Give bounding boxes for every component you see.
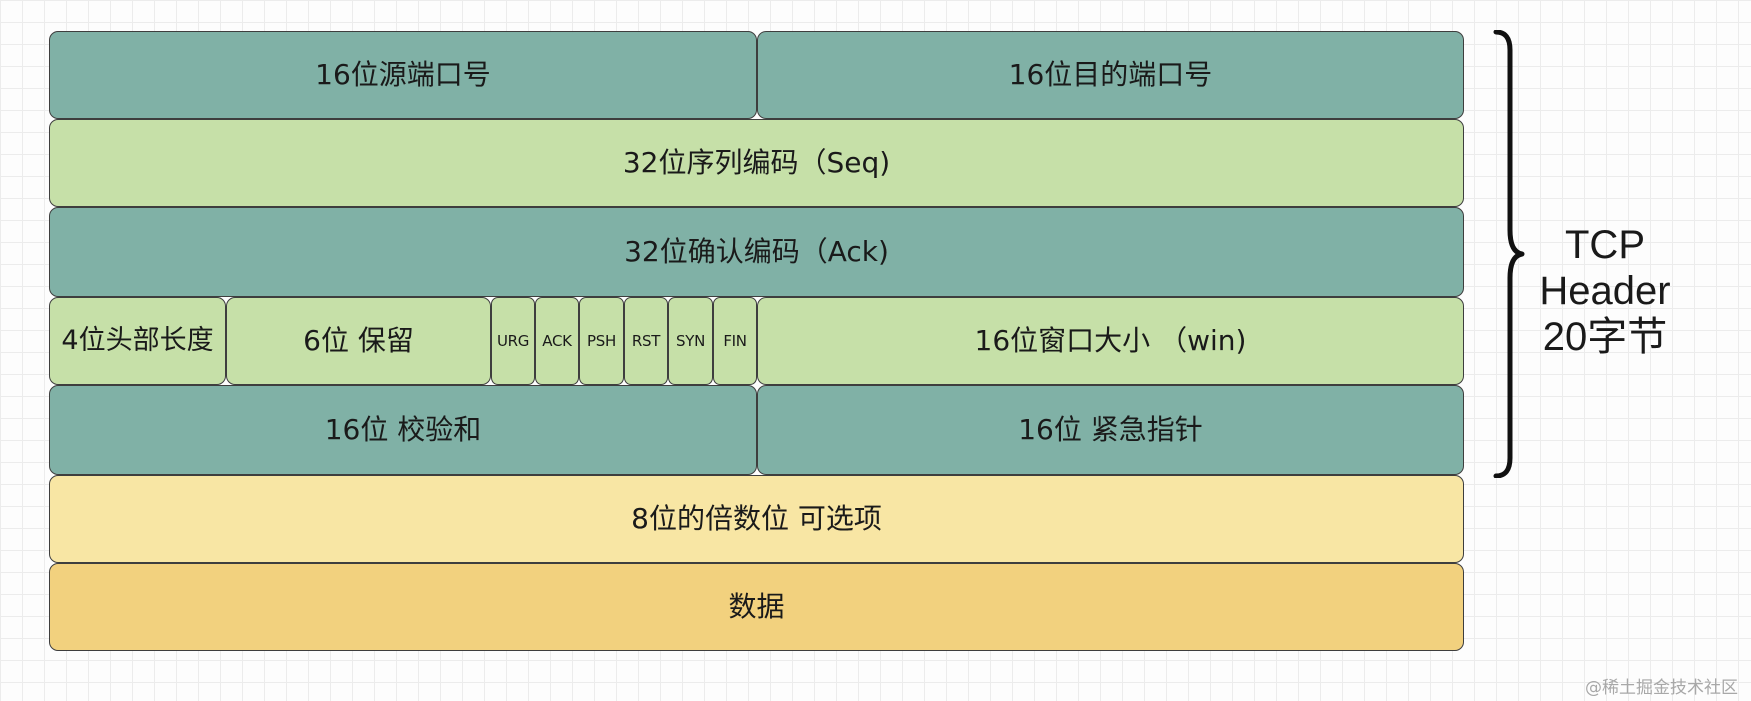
flag-ack-label: ACK bbox=[542, 332, 572, 350]
seq-label: 32位序列编码（Seq) bbox=[622, 146, 891, 179]
dst-port-label: 16位目的端口号 bbox=[1008, 58, 1213, 91]
options-label: 8位的倍数位 可选项 bbox=[631, 502, 882, 535]
flag-urg: URG bbox=[491, 297, 535, 385]
urgent-pointer-label: 16位 紧急指针 bbox=[1018, 413, 1203, 446]
dst-port-field: 16位目的端口号 bbox=[757, 31, 1464, 119]
data-label: 数据 bbox=[728, 590, 785, 623]
header-length-label: 4位头部长度 bbox=[61, 325, 214, 356]
reserved-field: 6位 保留 bbox=[226, 297, 491, 385]
flag-ack: ACK bbox=[535, 297, 579, 385]
window-field: 16位窗口大小 （win) bbox=[757, 297, 1464, 385]
options-field: 8位的倍数位 可选项 bbox=[49, 475, 1464, 563]
flag-syn-label: SYN bbox=[675, 332, 705, 350]
ack-label: 32位确认编码（Ack) bbox=[624, 235, 889, 268]
flag-syn: SYN bbox=[668, 297, 713, 385]
watermark: @稀土掘金技术社区 bbox=[1585, 678, 1738, 698]
ack-field: 32位确认编码（Ack) bbox=[49, 207, 1464, 297]
annotation-line-header: Header bbox=[1539, 269, 1671, 313]
checksum-field: 16位 校验和 bbox=[49, 385, 757, 475]
urgent-pointer-field: 16位 紧急指针 bbox=[757, 385, 1464, 475]
flag-rst-label: RST bbox=[631, 332, 661, 350]
reserved-label: 6位 保留 bbox=[303, 324, 414, 357]
annotation-line-size: 20字节 bbox=[1542, 315, 1668, 359]
annotation-line-tcp: TCP bbox=[1565, 223, 1645, 267]
seq-field: 32位序列编码（Seq) bbox=[49, 119, 1464, 207]
src-port-label: 16位源端口号 bbox=[315, 58, 491, 91]
header-length-field: 4位头部长度 bbox=[49, 297, 226, 385]
checksum-label: 16位 校验和 bbox=[324, 413, 482, 446]
src-port-field: 16位源端口号 bbox=[49, 31, 757, 119]
curly-brace-icon bbox=[1493, 30, 1525, 478]
flag-rst: RST bbox=[624, 297, 668, 385]
flag-psh: PSH bbox=[579, 297, 624, 385]
flag-urg-label: URG bbox=[496, 332, 530, 350]
tcp-header-annotation: TCP Header 20字节 bbox=[1525, 222, 1685, 360]
window-label: 16位窗口大小 （win) bbox=[974, 324, 1247, 357]
data-field: 数据 bbox=[49, 563, 1464, 651]
flag-fin: FIN bbox=[713, 297, 757, 385]
flag-psh-label: PSH bbox=[587, 332, 616, 350]
flag-fin-label: FIN bbox=[723, 332, 747, 350]
